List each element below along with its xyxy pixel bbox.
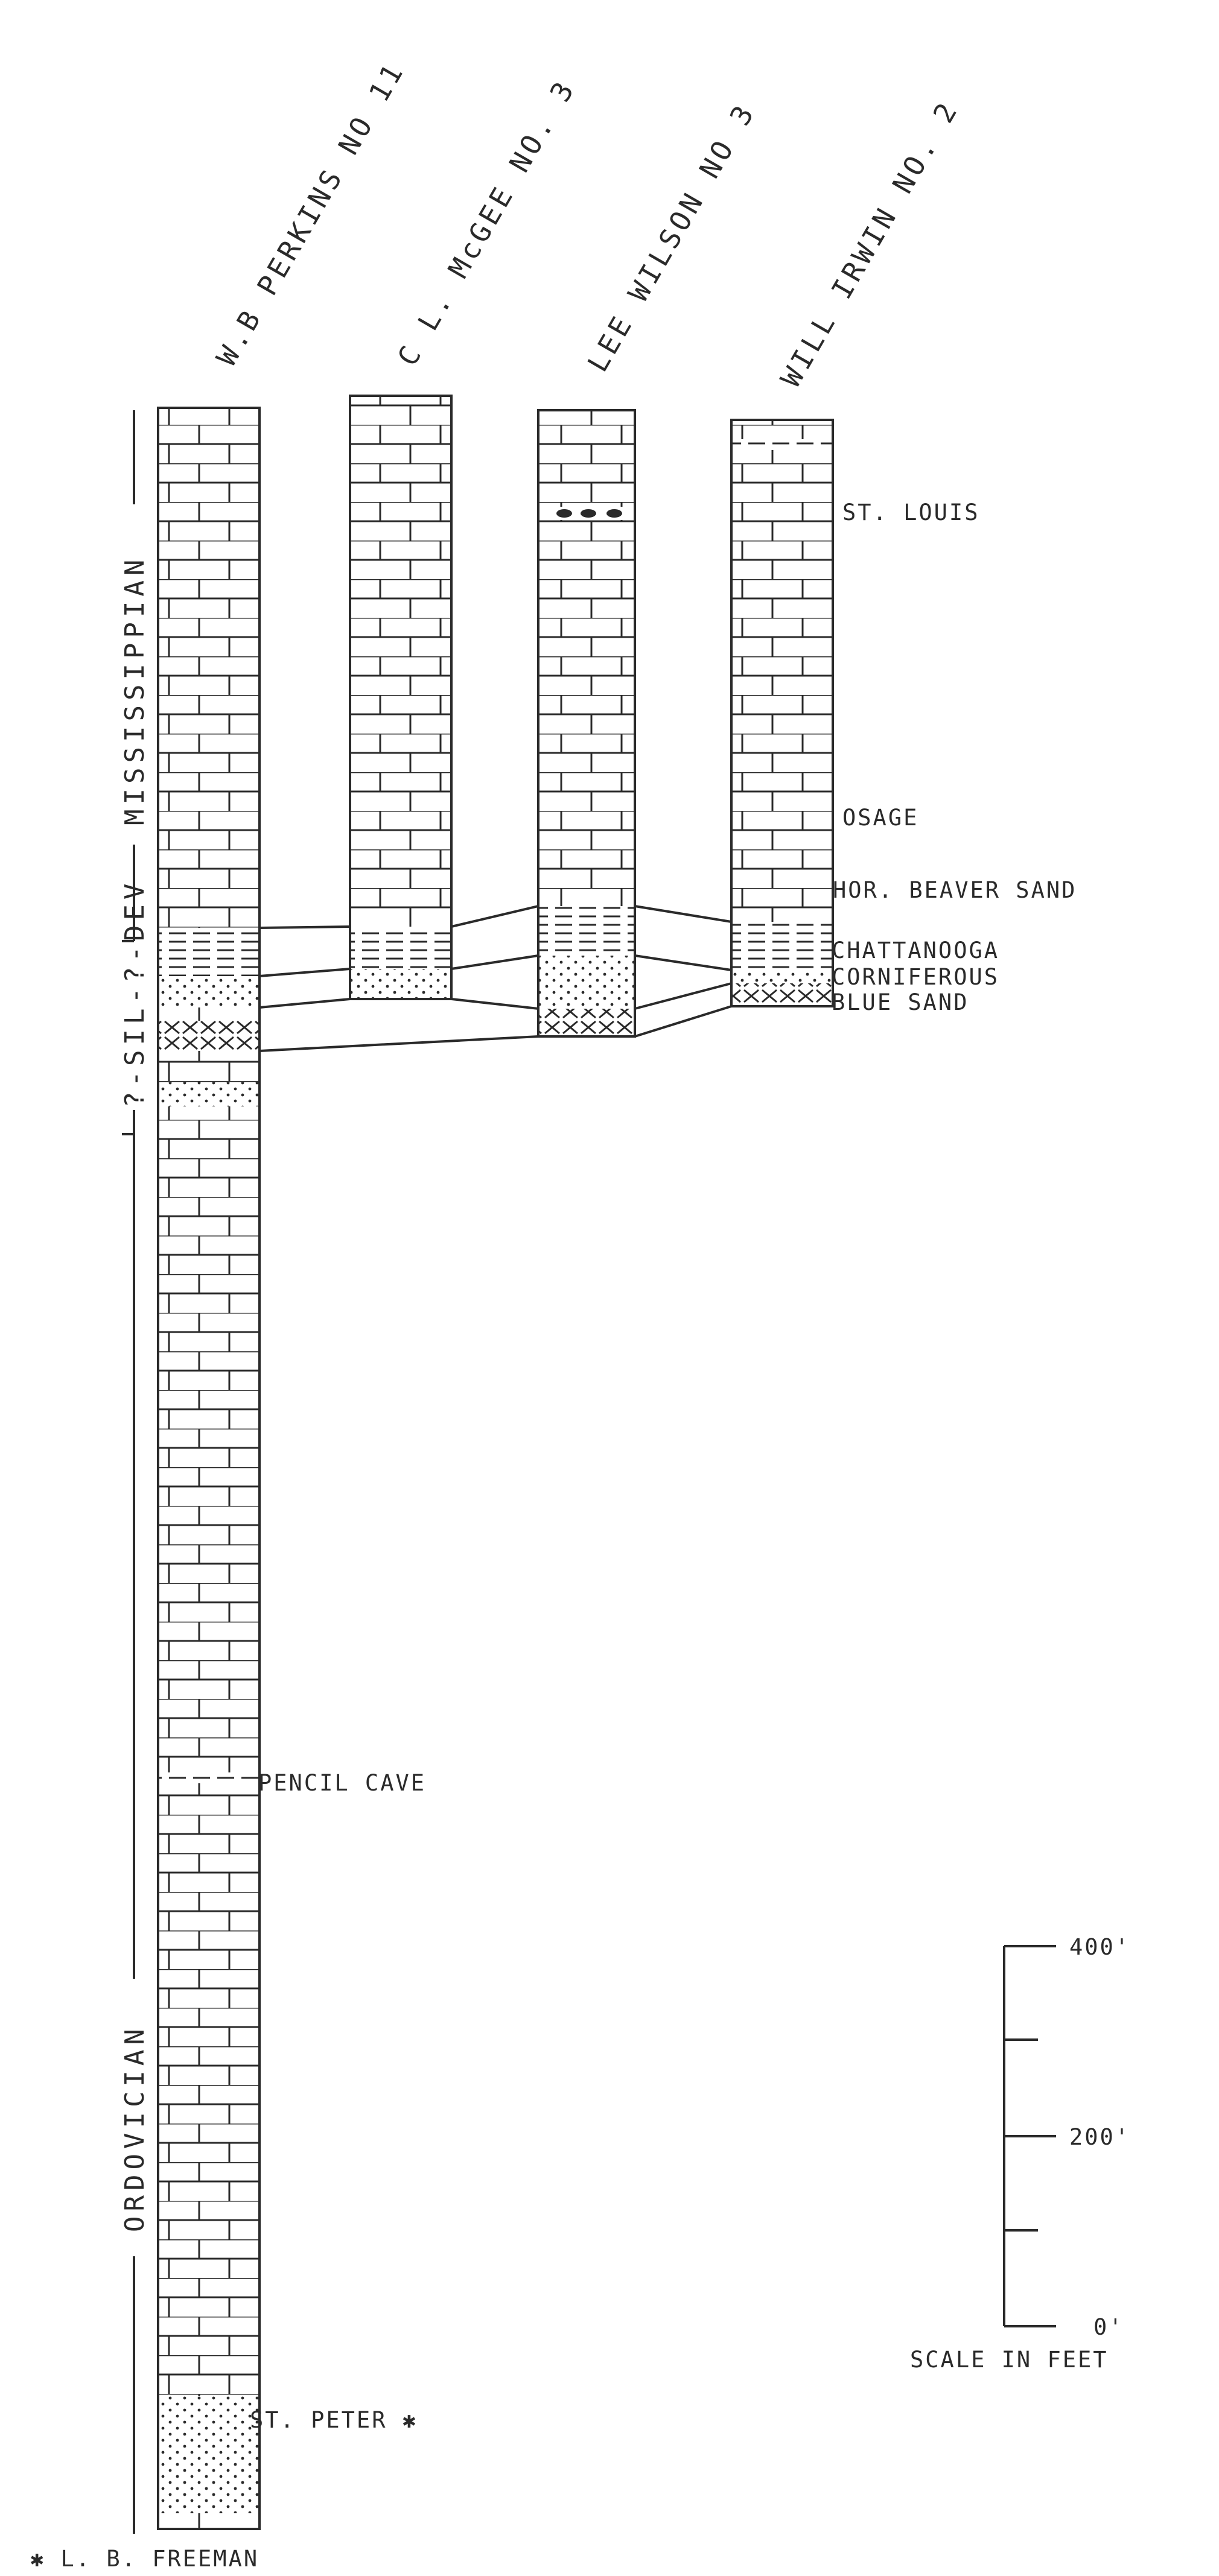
formation-label-blue-sand: BLUE SAND bbox=[832, 989, 969, 1015]
formation-label-osage: OSAGE bbox=[842, 805, 918, 831]
system-bracket bbox=[122, 410, 135, 2534]
well-column-mcgee bbox=[349, 395, 453, 1000]
formation-label-st-louis: ST. LOUIS bbox=[842, 500, 979, 525]
scale-tick-label-0: 0' bbox=[1093, 2314, 1124, 2340]
scale-tick-label-200: 200' bbox=[1069, 2124, 1130, 2150]
system-label-ordovician: ORDOVICIAN bbox=[119, 2024, 150, 2232]
formation-label-corniferous: CORNIFEROUS bbox=[832, 964, 999, 990]
scale-tick-label-400: 400' bbox=[1069, 1934, 1130, 1960]
well-label-mcgee: C L. McGEE NO. 3 bbox=[391, 74, 582, 372]
scale-bar bbox=[1003, 1945, 1056, 2327]
well-label-irwin: WILL IRWIN NO. 2 bbox=[774, 95, 965, 393]
formation-label-st-peter: ST. PETER ✱ bbox=[250, 2407, 418, 2433]
scale-title: SCALE IN FEET bbox=[910, 2347, 1109, 2373]
system-label-mississippian: MISSISSIPPIAN bbox=[119, 555, 150, 825]
well-column-wilson bbox=[537, 409, 636, 1038]
well-label-wilson: LEE WILSON NO 3 bbox=[581, 97, 762, 378]
formation-label-hor-beaver-sand: HOR. BEAVER SAND bbox=[833, 877, 1077, 903]
formation-label-chattanooga: CHATTANOOGA bbox=[832, 937, 999, 963]
correlation-lines bbox=[259, 905, 732, 1052]
well-column-perkins bbox=[157, 407, 261, 2530]
formation-label-pencil-cave: PENCIL CAVE bbox=[258, 1770, 426, 1796]
system-label-sil-dev: ?-SIL-?-DEV bbox=[119, 879, 150, 1108]
well-column-irwin bbox=[730, 419, 834, 1007]
credit-label: ✱ L. B. FREEMAN bbox=[30, 2546, 259, 2572]
well-label-perkins: W.B PERKINS NO 11 bbox=[210, 56, 411, 371]
